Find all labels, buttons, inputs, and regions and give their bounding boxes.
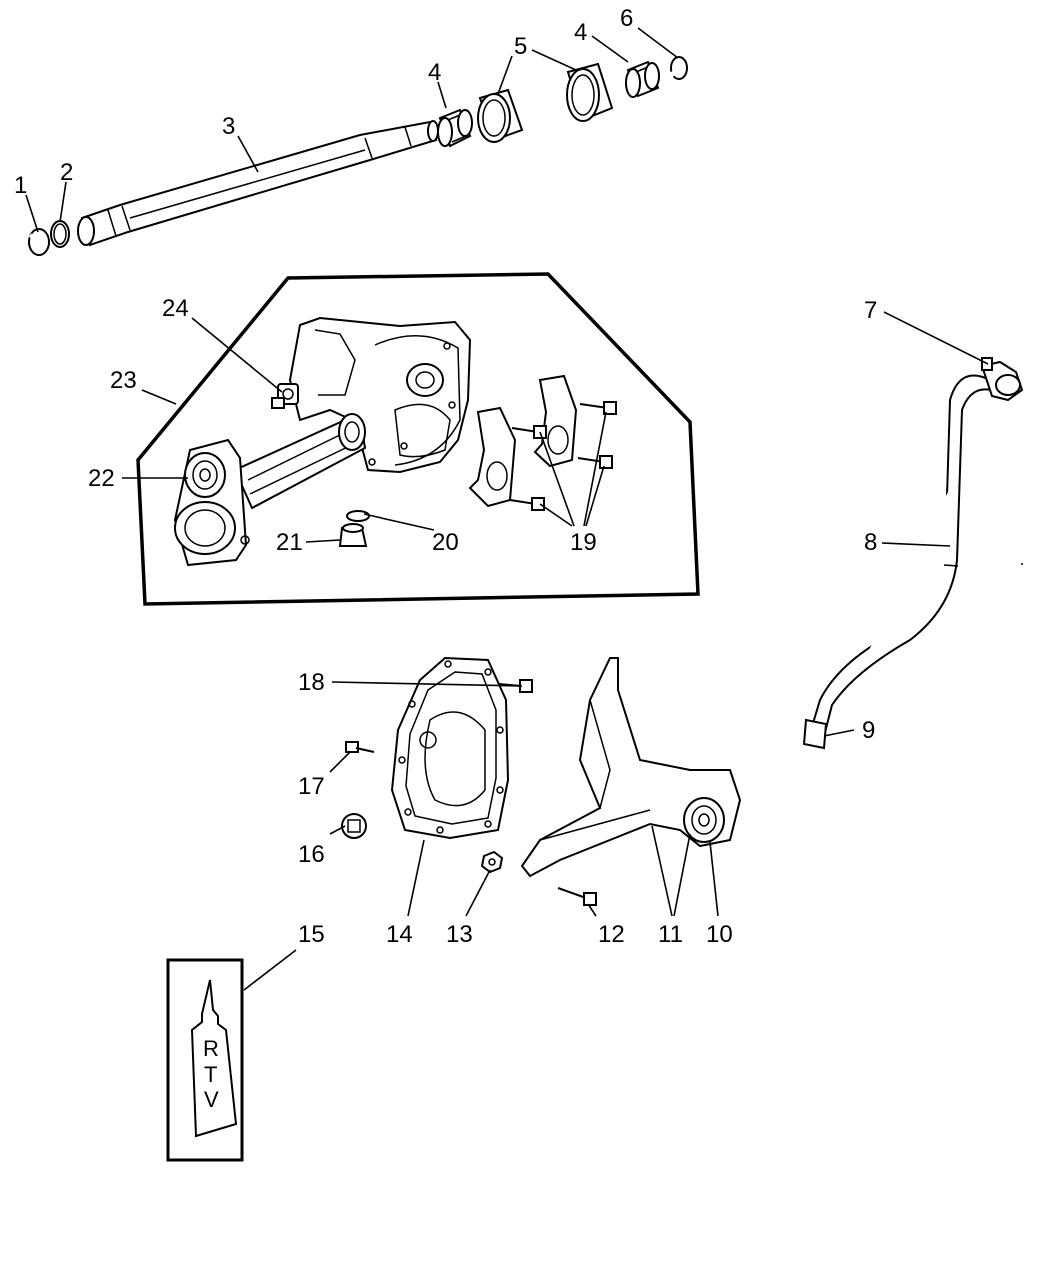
part-5-race-right bbox=[566, 62, 614, 122]
part-19-bolts bbox=[509, 401, 617, 511]
callout-1: 1 bbox=[14, 172, 27, 199]
part-20-washer bbox=[346, 510, 370, 522]
part-4-bearing-right bbox=[625, 60, 660, 98]
part-19-bearing-caps bbox=[468, 374, 578, 508]
sealant-letter-t: T bbox=[204, 1062, 217, 1087]
callout-14: 14 bbox=[386, 921, 413, 948]
callout-18: 18 bbox=[298, 669, 325, 696]
part-9-hose-end bbox=[802, 718, 828, 750]
callout-17: 17 bbox=[298, 773, 325, 800]
part-10-bushing bbox=[683, 797, 725, 843]
callout-21: 21 bbox=[276, 529, 303, 556]
differential-assembly-frame bbox=[136, 272, 700, 606]
sealant-letter-v: V bbox=[204, 1087, 219, 1112]
callout-3: 3 bbox=[222, 113, 235, 140]
part-6-snap-ring bbox=[669, 56, 688, 80]
callout-24: 24 bbox=[162, 295, 189, 322]
part-23-differential-housing bbox=[173, 316, 472, 567]
sealant-letter-r: R bbox=[203, 1036, 219, 1061]
part-8-vent-hose bbox=[807, 374, 999, 745]
callout-4-right: 4 bbox=[574, 19, 587, 46]
callout-6: 6 bbox=[620, 5, 633, 32]
callout-15: 15 bbox=[298, 921, 325, 948]
callout-2: 2 bbox=[60, 159, 73, 186]
part-16-plug bbox=[341, 813, 367, 839]
part-7-hose-clamp bbox=[980, 357, 1024, 402]
callout-20: 20 bbox=[432, 529, 459, 556]
part-15-rtv-sealant-box bbox=[166, 958, 244, 1162]
part-21-fill-plug bbox=[338, 523, 368, 547]
part-11-bracket bbox=[520, 657, 742, 878]
callout-4-left: 4 bbox=[428, 59, 441, 86]
callout-19: 19 bbox=[570, 529, 597, 556]
callout-9: 9 bbox=[862, 717, 875, 744]
callout-5: 5 bbox=[514, 33, 527, 60]
callout-11: 11 bbox=[658, 921, 683, 948]
callout-12: 12 bbox=[598, 921, 625, 948]
callout-8: 8 bbox=[864, 529, 877, 556]
callout-13: 13 bbox=[446, 921, 473, 948]
part-3-axle-shaft bbox=[77, 120, 439, 247]
part-4-bearing-left bbox=[437, 108, 473, 148]
callout-23: 23 bbox=[110, 367, 137, 394]
part-22-bushing bbox=[184, 452, 226, 498]
part-2-o-ring bbox=[50, 220, 70, 248]
part-24-vent-fitting bbox=[271, 383, 299, 409]
stray-dot bbox=[1021, 563, 1023, 565]
part-17-bolt bbox=[345, 741, 375, 753]
callout-7: 7 bbox=[864, 297, 877, 324]
callout-16: 16 bbox=[298, 841, 325, 868]
part-13-nut bbox=[480, 850, 504, 874]
part-14-differential-cover bbox=[390, 656, 510, 840]
part-1-snap-ring bbox=[28, 228, 50, 256]
callout-22: 22 bbox=[88, 465, 115, 492]
part-12-bolt bbox=[557, 887, 597, 906]
part-5-race-left bbox=[477, 88, 524, 143]
callout-10: 10 bbox=[706, 921, 733, 948]
leader-lines bbox=[25, 27, 989, 991]
